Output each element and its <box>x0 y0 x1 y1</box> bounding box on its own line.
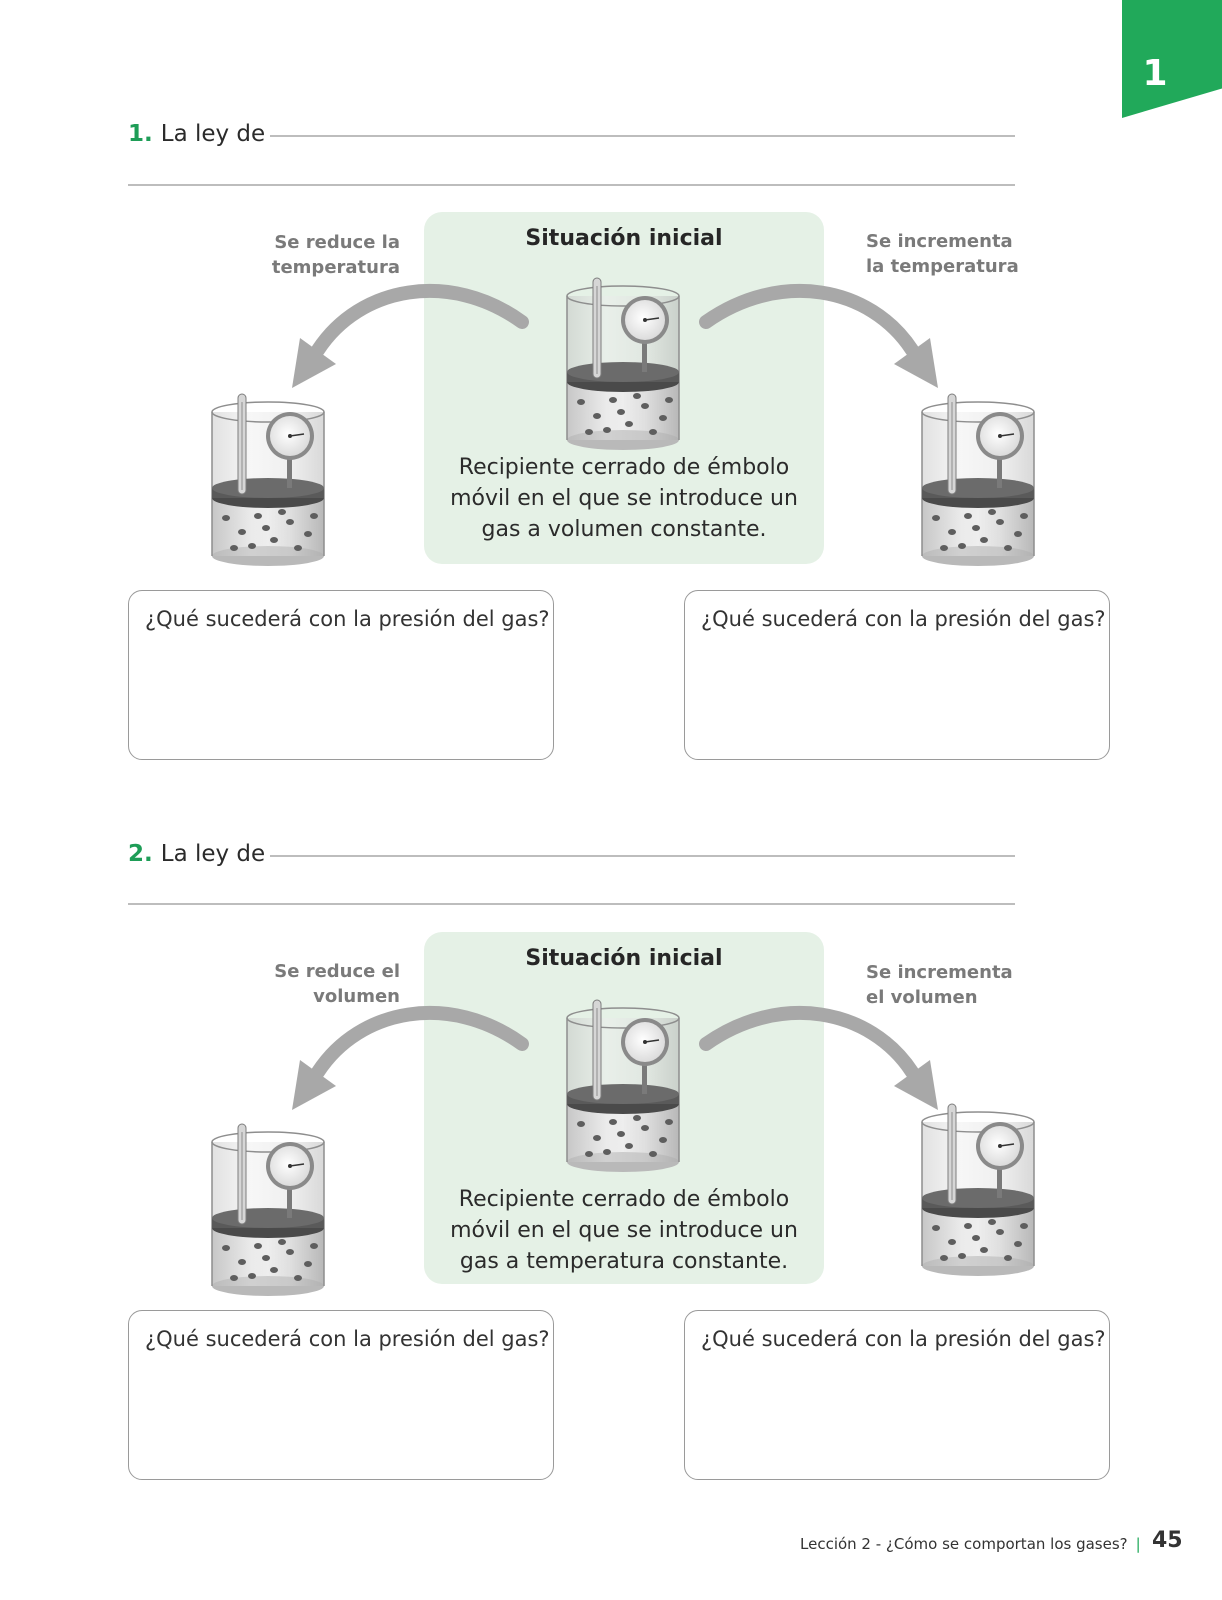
section-2-left-arrow <box>311 1005 529 1079</box>
section-2-heading: 2. La ley de <box>128 840 265 868</box>
section-1-right-question: ¿Qué sucederá con la presión del gas? <box>701 607 1106 631</box>
section-2-right-arrowhead <box>894 1060 938 1110</box>
section-2-answer-line <box>270 855 1015 857</box>
section-2-heading-text: La ley de <box>160 841 266 867</box>
section-1-answer-line <box>270 135 1015 137</box>
section-2-right-label: Se incrementa el volumen <box>866 962 1013 1008</box>
section-2-left-container <box>211 1123 325 1297</box>
section-1-right-answer-box[interactable]: ¿Qué sucederá con la presión del gas? <box>684 590 1110 760</box>
section-1-panel-description: Recipiente cerrado de émbolo móvil en el… <box>450 455 798 542</box>
section-2-right-arrow <box>699 1005 919 1079</box>
section-2-initial-container <box>566 999 680 1173</box>
section-1-left-question: ¿Qué sucederá con la presión del gas? <box>145 607 550 631</box>
section-2-left-label: Se reduce el volumen <box>274 961 400 1007</box>
section-1-right-arrowhead <box>894 338 938 388</box>
section-2-left-arrowhead <box>292 1060 336 1110</box>
footer-separator: | <box>1135 1535 1141 1553</box>
footer-lesson: Lección 2 - ¿Cómo se comportan los gases… <box>800 1535 1149 1553</box>
section-2-answer-line-2 <box>128 903 1015 905</box>
section-2-right-question: ¿Qué sucederá con la presión del gas? <box>701 1327 1106 1351</box>
section-1-left-container <box>211 393 325 567</box>
section-2-left-answer-box[interactable]: ¿Qué sucederá con la presión del gas? <box>128 1310 554 1480</box>
chapter-number: 1 <box>1142 53 1168 94</box>
page-number: 45 <box>1152 1528 1183 1553</box>
section-1-heading: 1. La ley de <box>128 120 265 148</box>
section-1-left-arrow <box>311 283 529 357</box>
section-1-right-label: Se incrementa la temperatura <box>866 231 1019 277</box>
section-1-left-answer-box[interactable]: ¿Qué sucederá con la presión del gas? <box>128 590 554 760</box>
section-1-panel-title: Situación inicial <box>525 226 723 251</box>
section-2-panel-description: Recipiente cerrado de émbolo móvil en el… <box>450 1187 798 1274</box>
section-1-right-arrow <box>699 283 919 357</box>
section-1-left-arrowhead <box>292 338 336 388</box>
section-1-initial-panel: Situación inicial Recipiente cerrado de … <box>424 212 824 564</box>
section-2-panel-title: Situación inicial <box>525 946 723 971</box>
section-2-right-answer-box[interactable]: ¿Qué sucederá con la presión del gas? <box>684 1310 1110 1480</box>
section-2-left-question: ¿Qué sucederá con la presión del gas? <box>145 1327 550 1351</box>
chapter-tab: 1 <box>1122 0 1222 118</box>
section-1-heading-text: La ley de <box>160 121 266 147</box>
section-2-number: 2. <box>128 841 153 867</box>
section-1-left-label: Se reduce la temperatura <box>271 232 400 278</box>
section-1-initial-container <box>566 277 680 451</box>
footer-lesson-text: Lección 2 - ¿Cómo se comportan los gases… <box>800 1535 1128 1553</box>
section-1-right-container <box>921 393 1035 567</box>
section-1-number: 1. <box>128 121 153 147</box>
section-2-right-container <box>921 1103 1035 1277</box>
section-1-answer-line-2 <box>128 184 1015 186</box>
